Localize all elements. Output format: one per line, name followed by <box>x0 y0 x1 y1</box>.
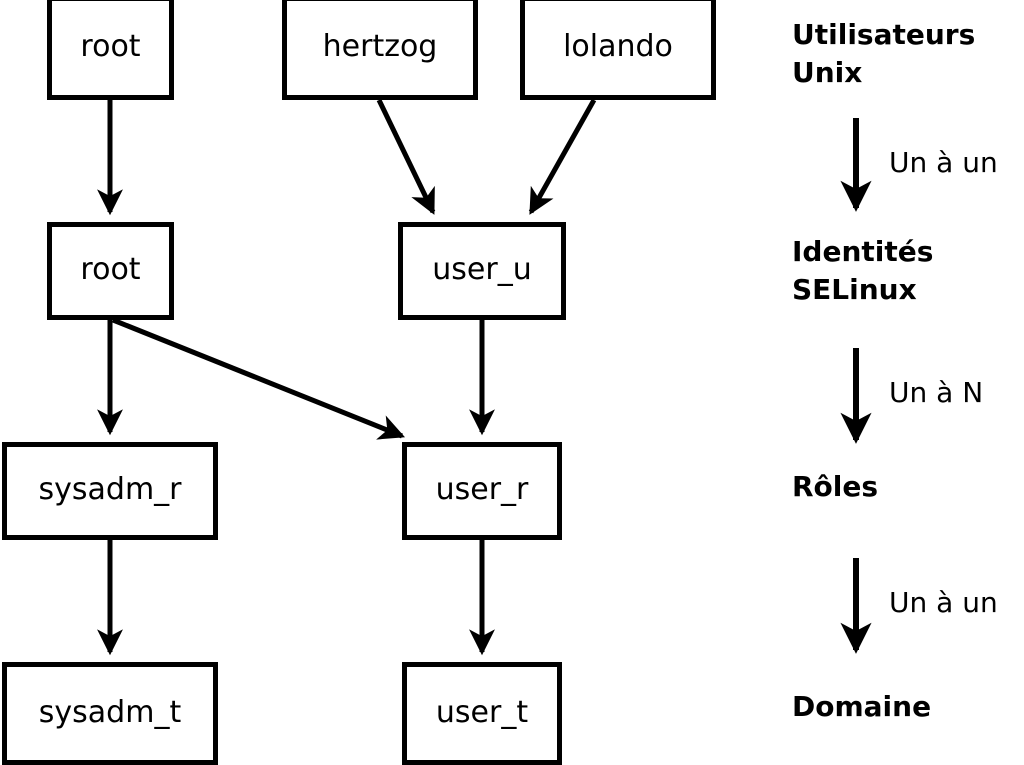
node-domain-user-t[interactable]: user_t <box>402 662 562 765</box>
edge-hertzog-to-user-u <box>376 98 436 215</box>
node-label: root <box>80 252 141 287</box>
node-role-sysadm-r[interactable]: sysadm_r <box>2 442 218 540</box>
edge-lolando-to-user-u <box>528 98 597 215</box>
node-label: sysadm_t <box>38 694 182 730</box>
legend-relation-roles-to-domain: Un à un <box>889 586 998 619</box>
node-unix-lolando[interactable]: lolando <box>520 0 716 100</box>
node-unix-root[interactable]: root <box>47 0 174 100</box>
node-role-user-r[interactable]: user_r <box>402 442 562 540</box>
node-domain-sysadm-t[interactable]: sysadm_t <box>2 662 218 765</box>
node-label: user_r <box>435 472 529 507</box>
legend-level-selinux-identities: Identités SELinux <box>792 235 934 306</box>
legend-level-unix-users: Utilisateurs Unix <box>792 18 976 89</box>
node-label: root <box>80 29 141 64</box>
legend-level-domain: Domaine <box>792 690 932 723</box>
edge-identity-root-to-user-r <box>112 317 406 440</box>
legend-level-roles: Rôles <box>792 470 879 503</box>
node-unix-hertzog[interactable]: hertzog <box>282 0 478 100</box>
node-label: user_t <box>435 694 529 730</box>
node-identity-root[interactable]: root <box>47 222 174 320</box>
node-identity-user-u[interactable]: user_u <box>398 222 566 320</box>
node-label: hertzog <box>322 29 438 64</box>
legend-relation-identities-to-roles: Un à N <box>889 376 984 409</box>
node-label: user_u <box>432 252 532 287</box>
node-label: lolando <box>563 29 673 64</box>
node-label: sysadm_r <box>38 472 182 507</box>
legend-relation-users-to-identities: Un à un <box>889 146 998 179</box>
